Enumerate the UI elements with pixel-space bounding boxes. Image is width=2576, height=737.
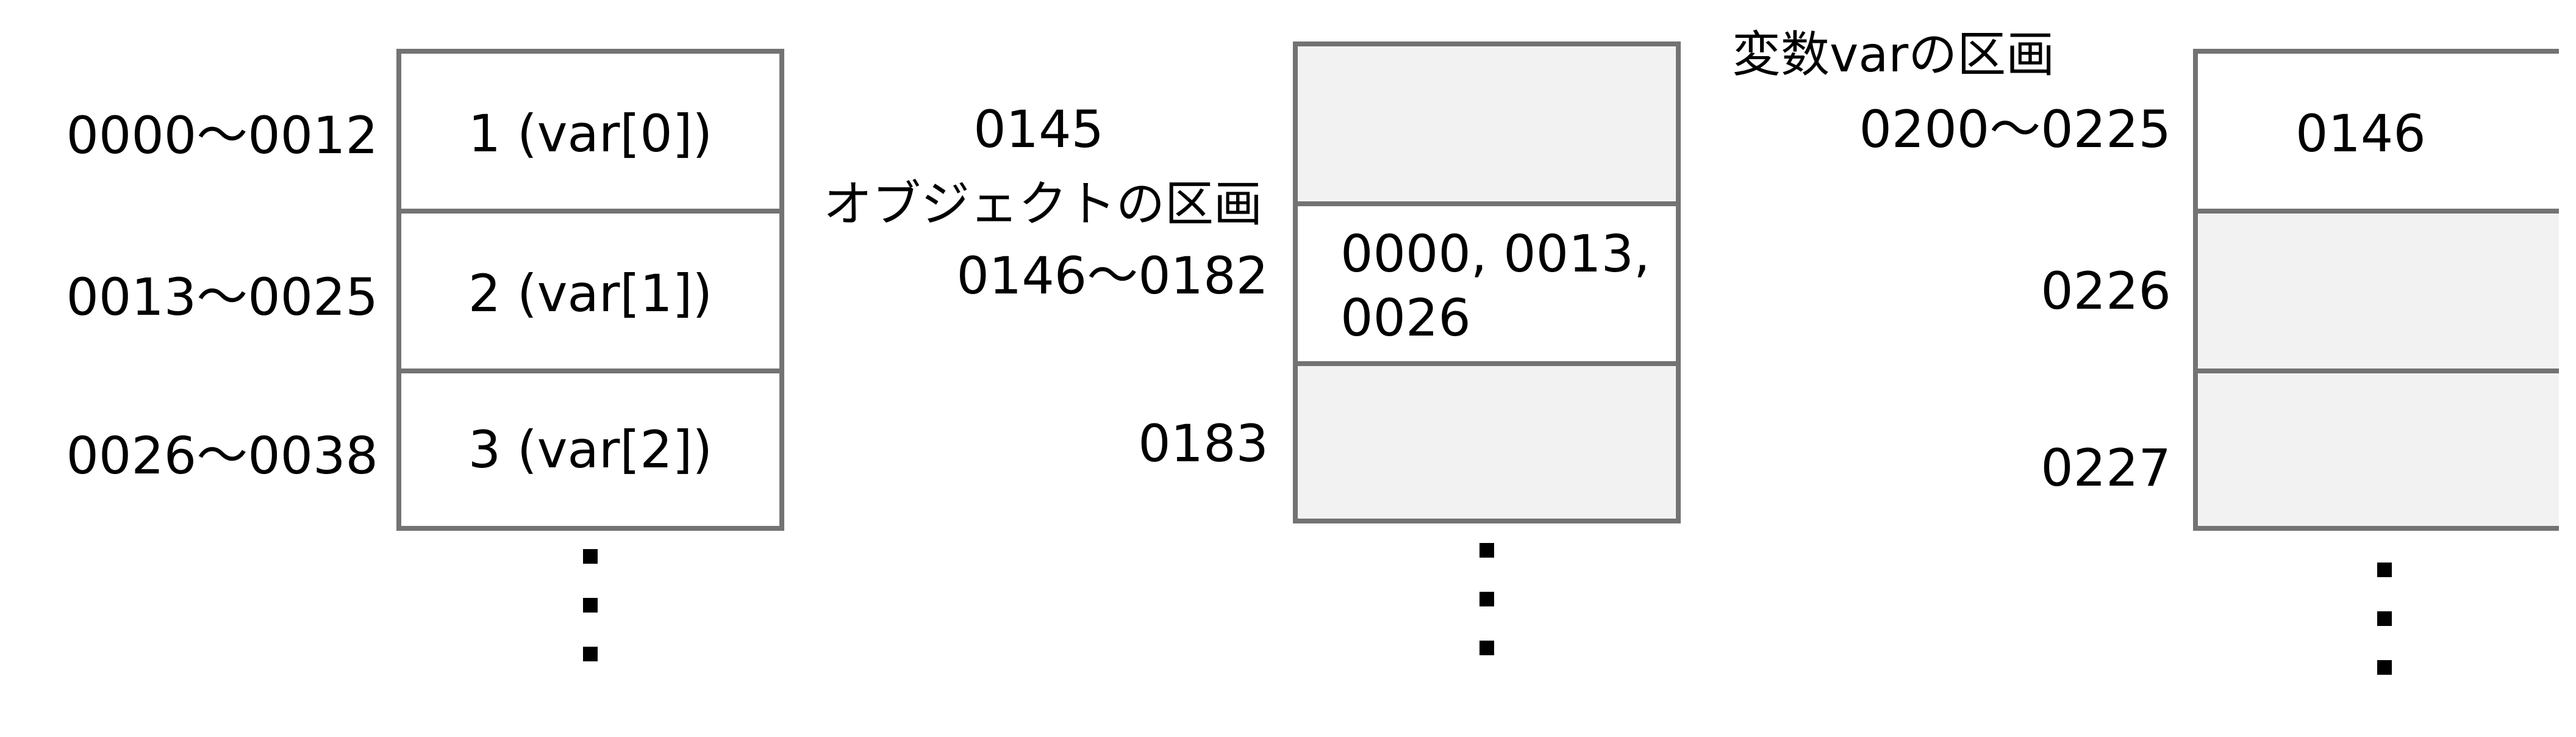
region-label: オブジェクトの区画	[823, 176, 1262, 232]
region-label: 変数varの区画	[1732, 26, 2055, 83]
memory-cell: 0146	[2198, 49, 2559, 214]
variable-memory-block: 0146	[2193, 49, 2559, 531]
cell-value: 3 (var[2])	[468, 419, 713, 480]
cell-value: 1 (var[0])	[468, 103, 713, 164]
address-label-0200-0225: 0200〜0225	[1859, 99, 2171, 159]
memory-cell: 2 (var[1])	[401, 209, 779, 373]
address-label-0146-0182: 0146〜0182	[956, 246, 1268, 306]
memory-cell: 3 (var[2])	[401, 368, 779, 531]
address-label-0145: 0145	[973, 99, 1104, 159]
memory-cell: 0000, 0013, 0026	[1298, 201, 1676, 366]
address-label-0226: 0226	[2041, 261, 2171, 321]
cell-value: 2 (var[1])	[468, 263, 713, 323]
address-label-0: 0000〜0012	[66, 106, 378, 165]
memory-cell	[2198, 368, 2559, 531]
object-region-panel: 0145 オブジェクトの区画 0146〜0182 0183 0000, 0013…	[811, 0, 1695, 737]
vertical-ellipsis-icon	[2377, 563, 2392, 678]
address-label-0183: 0183	[1138, 414, 1268, 473]
cell-value-line1: 0000, 0013,	[1340, 224, 1650, 284]
address-label-1: 0013〜0025	[66, 267, 378, 327]
array-memory-block: 1 (var[0]) 2 (var[1]) 3 (var[2])	[396, 49, 784, 531]
memory-cell: 1 (var[0])	[401, 49, 779, 214]
variable-region-panel: 変数varの区画 0200〜0225 0226 0227 0146	[1720, 0, 2576, 737]
cell-value: 0000, 0013, 0026	[1340, 222, 1650, 350]
address-label-2: 0026〜0038	[66, 426, 378, 486]
cell-value: 0146	[2295, 103, 2426, 164]
vertical-ellipsis-icon	[583, 549, 598, 665]
object-array-panel: 0000〜0012 0013〜0025 0026〜0038 1 (var[0])…	[0, 0, 793, 737]
cell-value-line2: 0026	[1340, 288, 1471, 348]
memory-cell	[2198, 209, 2559, 373]
address-label-0227: 0227	[2041, 438, 2171, 498]
memory-cell	[1298, 41, 1676, 206]
memory-cell	[1298, 361, 1676, 523]
vertical-ellipsis-icon	[1479, 543, 1494, 659]
object-memory-block: 0000, 0013, 0026	[1293, 41, 1681, 523]
